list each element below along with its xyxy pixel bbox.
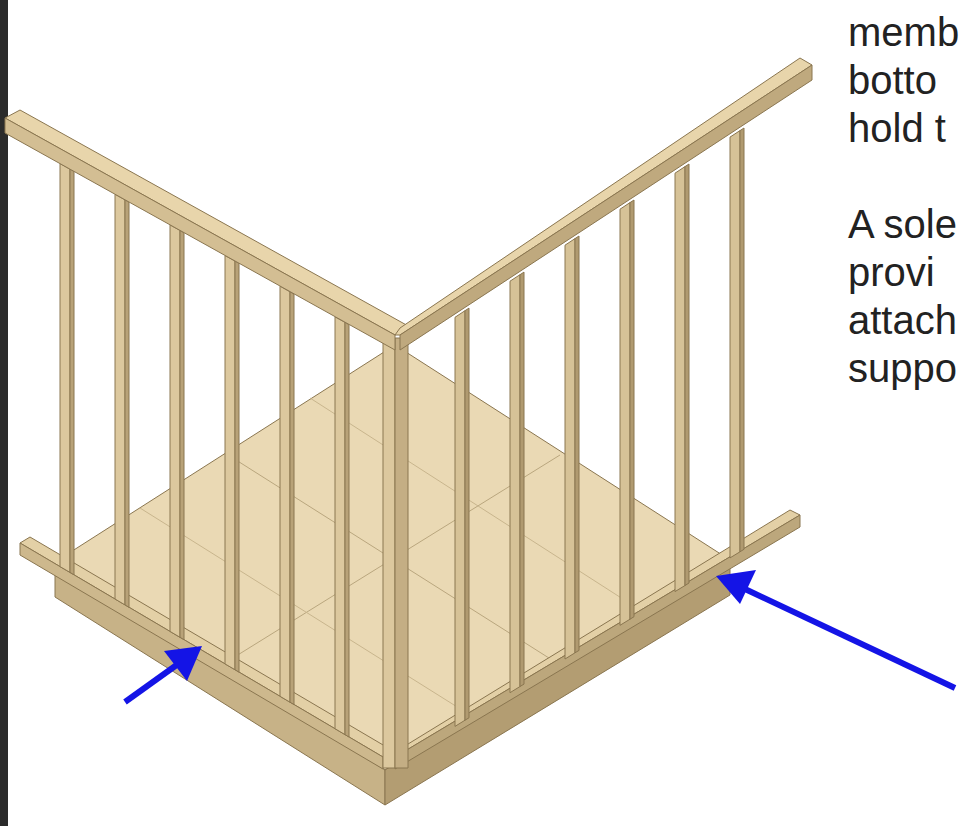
- note-text: provi: [848, 248, 935, 296]
- pointer-arrow: [125, 664, 178, 702]
- framing: [5, 58, 812, 805]
- pointer-arrows: [125, 570, 955, 702]
- subfloor-seam: [140, 508, 470, 715]
- note-text: botto: [848, 56, 937, 104]
- top-plate: [5, 118, 395, 350]
- top-plate: [395, 58, 812, 335]
- pointer-arrow: [745, 589, 955, 688]
- note-text: memb: [848, 8, 959, 56]
- subfloor-seam: [310, 398, 640, 610]
- note-text: attach: [848, 296, 957, 344]
- corner-post: [383, 338, 395, 768]
- top-plate: [400, 65, 812, 350]
- arrow-head: [164, 646, 202, 681]
- arrow-head: [716, 570, 756, 604]
- left-studs: [60, 164, 349, 737]
- corner-post: [395, 338, 408, 768]
- note-text: A sole: [848, 200, 957, 248]
- note-text: hold t: [848, 104, 946, 152]
- note-text: suppo: [848, 344, 957, 392]
- top-plate: [5, 110, 410, 335]
- sole-plate: [20, 543, 383, 769]
